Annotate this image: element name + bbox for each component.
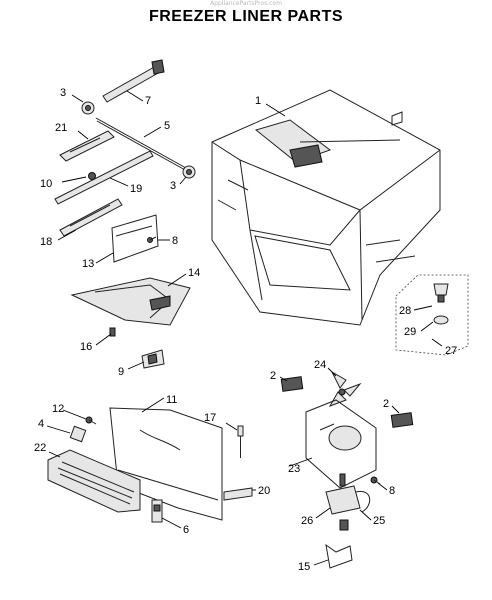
part-3-lower[interactable] — [182, 165, 196, 179]
part-25[interactable] — [355, 490, 371, 513]
callout-25: 25 — [373, 515, 385, 527]
part-19[interactable] — [54, 150, 154, 205]
callout-24: 24 — [314, 359, 326, 371]
part-23[interactable] — [305, 399, 377, 489]
part-20[interactable] — [223, 487, 253, 501]
part-9[interactable] — [141, 349, 165, 369]
callout-3-lower: 3 — [170, 180, 176, 192]
part-18[interactable] — [59, 198, 123, 237]
callout-16: 16 — [80, 341, 92, 353]
part-12[interactable] — [85, 416, 97, 425]
callout-23: 23 — [288, 463, 300, 475]
callout-8-right: 8 — [389, 485, 395, 497]
page-title: FREEZER LINER PARTS — [148, 8, 344, 25]
callout-29: 29 — [404, 326, 416, 338]
part-26[interactable] — [325, 473, 361, 515]
callout-22: 22 — [34, 442, 46, 454]
callout-20: 20 — [258, 485, 270, 497]
part-7[interactable] — [102, 59, 165, 103]
callout-19: 19 — [130, 183, 142, 195]
callout-18: 18 — [40, 236, 52, 248]
callout-26: 26 — [301, 515, 313, 527]
part-6[interactable] — [151, 499, 163, 523]
callout-6: 6 — [183, 524, 189, 536]
callout-5: 5 — [164, 120, 170, 132]
part-freezer-liner[interactable] — [211, 89, 441, 326]
callout-15: 15 — [298, 561, 310, 573]
callout-4: 4 — [38, 418, 44, 430]
part-13[interactable] — [111, 214, 159, 263]
callout-10: 10 — [40, 178, 52, 190]
part-27[interactable] — [395, 274, 469, 356]
part-22[interactable] — [47, 449, 141, 513]
callout-27: 27 — [445, 345, 457, 357]
callout-8-left: 8 — [172, 235, 178, 247]
callout-1: 1 — [255, 95, 261, 107]
callout-9: 9 — [118, 366, 124, 378]
part-2-left[interactable] — [280, 376, 304, 392]
callout-3-upper: 3 — [60, 87, 66, 99]
part-15[interactable] — [325, 519, 353, 569]
part-16[interactable] — [109, 327, 116, 337]
callout-2-right: 2 — [383, 398, 389, 410]
part-17[interactable] — [237, 425, 244, 458]
callout-12: 12 — [52, 403, 64, 415]
callout-labels: 1 7 3 5 21 10 19 3 18 8 13 14 16 9 28 29… — [34, 87, 457, 573]
part-10[interactable] — [88, 172, 96, 180]
callout-17: 17 — [204, 412, 216, 424]
part-3-upper[interactable] — [81, 101, 95, 115]
callout-21: 21 — [55, 122, 67, 134]
callout-11: 11 — [166, 394, 177, 406]
part-2-right[interactable] — [390, 412, 414, 428]
callout-28: 28 — [399, 305, 411, 317]
callout-7: 7 — [145, 95, 151, 107]
part-5[interactable] — [95, 117, 188, 172]
watermark-text: AppliancePartsPros.com — [210, 0, 282, 7]
callout-13: 13 — [82, 258, 94, 270]
part-28[interactable] — [433, 283, 449, 303]
part-14[interactable] — [70, 277, 191, 326]
part-4[interactable] — [69, 425, 87, 443]
part-8-left[interactable] — [147, 236, 157, 243]
callout-2-left: 2 — [270, 370, 276, 382]
part-29[interactable] — [433, 315, 449, 325]
callout-14: 14 — [188, 267, 200, 279]
leader-lines — [46, 90, 443, 566]
part-21[interactable] — [59, 130, 115, 162]
